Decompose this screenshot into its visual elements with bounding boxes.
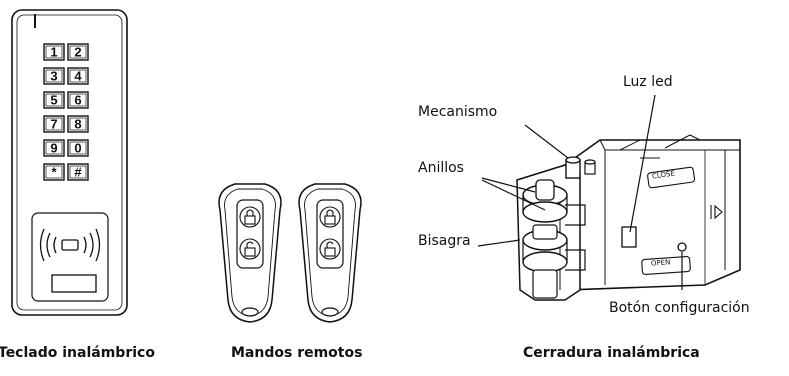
callout-hinge: Bisagra (418, 233, 471, 249)
rfid-icon (39, 228, 101, 262)
keypad-key-7: 7 (43, 115, 65, 133)
keypad-key-8: 8 (67, 115, 89, 133)
keypad-keys: 1 2 3 4 5 6 7 8 9 0 * # (43, 43, 89, 181)
keypad-key-hash: # (67, 163, 89, 181)
keypad-key-label: 2 (74, 45, 81, 60)
lock-open-label: OPEN (650, 258, 671, 268)
keypad-key-1: 1 (43, 43, 65, 61)
lock-closed-icon (244, 209, 256, 225)
callout-config-button: Botón configuración (609, 300, 750, 316)
lock-open-icon (244, 241, 256, 257)
ring-bottom (522, 251, 568, 273)
keypad-key-label: 1 (50, 45, 57, 60)
keypad-inner-border (16, 14, 123, 311)
keypad-key-label: # (74, 165, 82, 180)
keypad-key-4: 4 (67, 67, 89, 85)
keypad-key-label: 7 (50, 117, 57, 132)
callout-rings: Anillos (418, 160, 464, 176)
callout-led: Luz led (623, 74, 673, 90)
config-button (677, 242, 687, 252)
lock-closed-icon (324, 209, 336, 225)
keypad-key-5: 5 (43, 91, 65, 109)
keypad-key-label: 6 (74, 93, 81, 108)
keypad-key-label: 4 (74, 69, 82, 84)
remote-1 (218, 183, 282, 323)
wireless-lock (516, 134, 741, 301)
keypad-key-9: 9 (43, 139, 65, 157)
caption-keypad: Teclado inalámbrico (0, 345, 155, 361)
ring-mid (522, 201, 568, 223)
keypad-key-6: 6 (67, 91, 89, 109)
keypad-key-label: 3 (50, 69, 57, 84)
callout-lines (477, 94, 683, 290)
keypad-key-label: * (51, 165, 57, 180)
keypad-key-label: 0 (74, 141, 81, 156)
remote-2 (298, 183, 362, 323)
keypad-key-2: 2 (67, 43, 89, 61)
keypad-device: 1 2 3 4 5 6 7 8 9 0 * # (11, 9, 128, 316)
caption-lock: Cerradura inalámbrica (523, 345, 700, 361)
callout-mechanism: Mecanismo (418, 104, 498, 120)
keypad-key-0: 0 (67, 139, 89, 157)
led-light (621, 226, 637, 248)
keypad-key-label: 8 (74, 117, 81, 132)
lock-open-icon (324, 241, 336, 257)
rfid-area (31, 212, 109, 302)
keypad-key-label: 5 (50, 93, 57, 108)
caption-remotes: Mandos remotos (231, 345, 363, 361)
keypad-key-star: * (43, 163, 65, 181)
keypad-key-3: 3 (43, 67, 65, 85)
keypad-key-label: 9 (50, 141, 57, 156)
card-slot (51, 274, 97, 293)
